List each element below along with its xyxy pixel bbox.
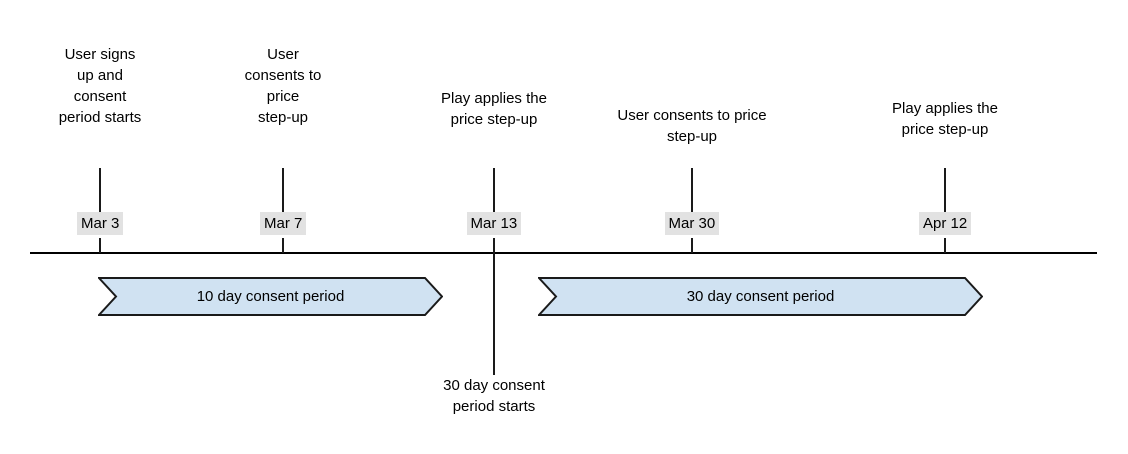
event-label: User consents to price step-up: [244, 46, 322, 126]
date-chip: Mar 13: [466, 212, 522, 235]
date-chip: Mar 3: [77, 212, 124, 235]
tick-extension-mar-7: [282, 238, 284, 253]
tick-mark-mar-7: [282, 168, 284, 212]
tick-extension-apr-12: [944, 238, 946, 253]
tick-mark-mar-3: [99, 168, 101, 212]
tick-mark-mar-30: [691, 168, 693, 212]
consent-period-banner: 10 day consent period: [98, 277, 443, 316]
tick-extension-mar-13: [493, 238, 495, 375]
date-chip: Apr 12: [919, 212, 972, 235]
date-chip: Mar 7: [260, 212, 307, 235]
consent-period-label: 10 day consent period: [196, 288, 345, 305]
consent-period-banner: 30 day consent period: [538, 277, 983, 316]
event-label: User consents to price step-up: [617, 107, 767, 145]
tick-extension-mar-30: [691, 238, 693, 253]
tick-extension-mar-3: [99, 238, 101, 253]
tick-mark-apr-12: [944, 168, 946, 212]
timeline-axis: [30, 252, 1097, 254]
tick-mark-mar-13: [493, 168, 495, 212]
chevron-shape: [98, 277, 443, 316]
event-label: Play applies the price step-up: [441, 90, 547, 128]
chevron-shape: [538, 277, 983, 316]
event-label: Play applies the price step-up: [892, 100, 998, 138]
timeline-note: 30 day consent period starts: [443, 377, 545, 415]
consent-period-label: 30 day consent period: [686, 288, 835, 305]
date-chip: Mar 30: [664, 212, 720, 235]
event-label: User signs up and consent period starts: [58, 46, 142, 126]
